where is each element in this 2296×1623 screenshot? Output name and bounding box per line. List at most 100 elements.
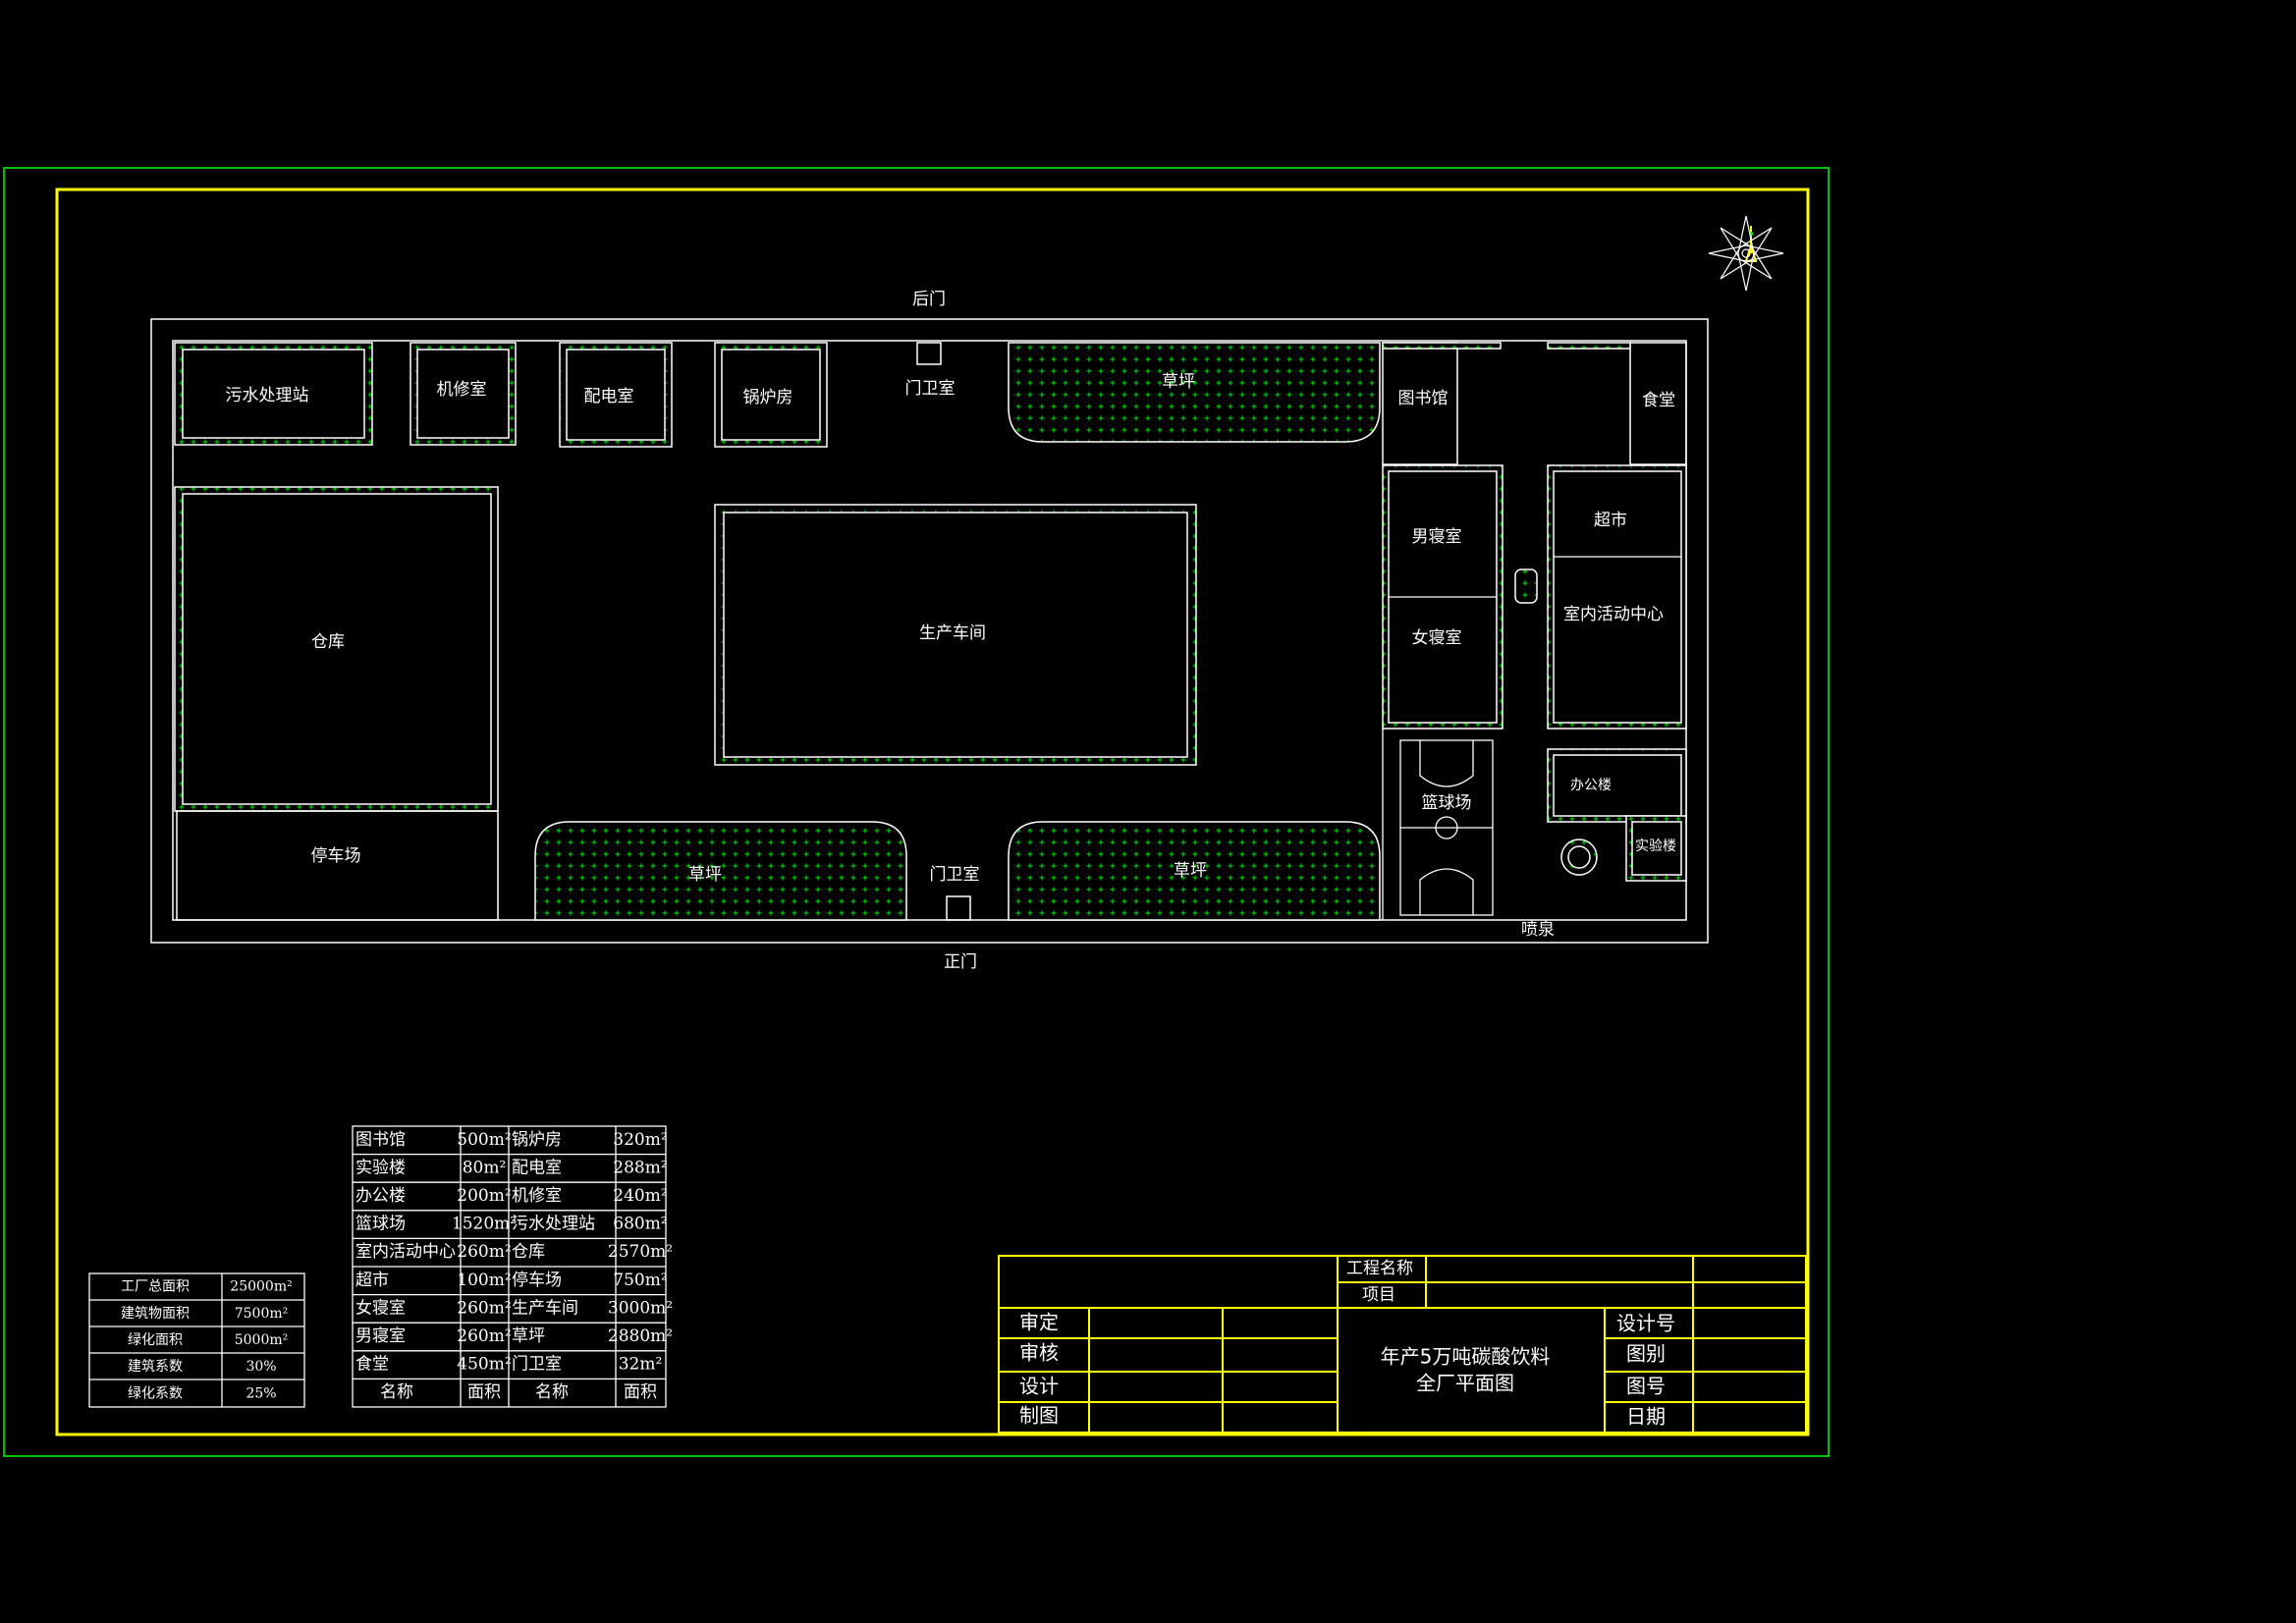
basketball-label: 篮球场 (1422, 793, 1472, 813)
drawing-title-line1: 年产5万吨碳酸饮料 (1381, 1345, 1551, 1369)
site-outer-boundary (150, 318, 1709, 944)
review-label: 审核 (1019, 1341, 1059, 1365)
back-gate-label: 后门 (912, 290, 946, 309)
area-table-cell: 500m² (457, 1130, 511, 1150)
shrub (1514, 568, 1538, 604)
area-table-header-cell: 面积 (467, 1382, 501, 1402)
summary-name-cell: 工厂总面积 (121, 1279, 190, 1295)
area-table-cell: 男寝室 (355, 1325, 406, 1346)
men-dorm-label: 男寝室 (1412, 526, 1462, 547)
area-table-cell: 实验楼 (355, 1158, 406, 1177)
drawing-title-line2: 全厂平面图 (1416, 1372, 1514, 1395)
area-table-cell: 260m² (457, 1298, 511, 1318)
area-table-cell: 锅炉房 (512, 1130, 562, 1150)
back-gate-house-label: 门卫室 (905, 379, 956, 399)
warehouse-label: 仓库 (311, 632, 345, 652)
wind-rose-icon (1708, 215, 1784, 292)
parking-label: 停车场 (311, 846, 361, 866)
area-table-cell: 320m² (613, 1130, 667, 1150)
front-gate-label: 正门 (944, 952, 977, 972)
design-label: 设计 (1019, 1375, 1059, 1398)
draw-label: 制图 (1019, 1404, 1059, 1428)
lawn-left-label: 草坪 (688, 865, 722, 885)
summary-table: 工厂总面积 25000m² 建筑物面积 7500m² 绿化面积 5000m² 建筑系数 30%… (88, 1272, 305, 1408)
area-table-cell: 2880m² (608, 1326, 673, 1346)
project-name-label: 工程名称 (1346, 1259, 1413, 1278)
summary-value-cell: 30% (246, 1359, 276, 1375)
area-table-cell: 配电室 (512, 1158, 562, 1177)
area-table-cell: 750m² (613, 1271, 667, 1290)
lawn-top-label: 草坪 (1162, 372, 1195, 392)
area-table-cell: 生产车间 (512, 1298, 578, 1318)
design-no-label: 设计号 (1616, 1312, 1675, 1335)
item-label: 项目 (1362, 1285, 1395, 1305)
category-label: 图别 (1626, 1342, 1666, 1366)
back-gate-house (916, 342, 942, 365)
summary-name-cell: 绿化系数 (128, 1385, 183, 1401)
area-table-cell: 450m² (457, 1355, 511, 1375)
area-table-cell: 240m² (613, 1186, 667, 1206)
summary-name-cell: 建筑物面积 (121, 1306, 190, 1322)
lawn-right-label: 草坪 (1174, 861, 1207, 881)
area-table-cell: 办公楼 (355, 1186, 406, 1206)
area-table-cell: 260m² (457, 1242, 511, 1262)
lawn-right (1008, 821, 1381, 921)
lawn-left (534, 821, 907, 921)
power-room-label: 配电室 (584, 387, 634, 406)
area-table-header-cell: 面积 (624, 1382, 657, 1402)
canteen (1629, 342, 1687, 465)
area-table-cell: 80m² (463, 1158, 507, 1177)
drawing-no-label: 图号 (1626, 1375, 1666, 1398)
summary-name-cell: 建筑系数 (128, 1359, 183, 1375)
area-table-cell: 污水处理站 (512, 1215, 595, 1234)
area-table-cell: 草坪 (512, 1326, 545, 1346)
summary-value-cell: 7500m² (235, 1306, 289, 1322)
repair-room-label: 机修室 (437, 380, 487, 400)
canteen-label: 食堂 (1642, 391, 1675, 410)
date-label: 日期 (1626, 1405, 1666, 1429)
basketball-court (1399, 739, 1494, 916)
summary-value-cell: 5000m² (235, 1332, 289, 1348)
area-table-cell: 2570m² (608, 1242, 673, 1262)
lawn-top (1008, 342, 1381, 443)
activity-center-label: 室内活动中心 (1563, 605, 1664, 624)
front-gate-house (946, 895, 971, 921)
supermarket-label: 超市 (1594, 511, 1627, 530)
library-label: 图书馆 (1398, 389, 1449, 408)
area-table-cell: 1520m² (452, 1215, 517, 1234)
title-block: 工程名称 项目 审定 审核 设计 制图 年产5万吨碳酸饮料 全厂平面图 设计号 … (998, 1255, 1807, 1434)
area-table-cell: 门卫室 (512, 1355, 562, 1375)
summary-value-cell: 25000m² (230, 1279, 292, 1295)
sewage-plant-label: 污水处理站 (226, 386, 309, 406)
area-table-cell: 32m² (619, 1355, 663, 1375)
office-label: 办公楼 (1570, 778, 1612, 793)
area-table-cell: 仓库 (512, 1242, 545, 1262)
area-table-cell: 女寝室 (355, 1297, 406, 1318)
outer-frame (3, 167, 1830, 1457)
approve-label: 审定 (1019, 1311, 1059, 1334)
front-gate-house-label: 门卫室 (930, 865, 980, 885)
women-dorm-label: 女寝室 (1412, 627, 1462, 648)
area-table-cell: 680m² (613, 1215, 667, 1234)
fountain-icon (1560, 839, 1598, 876)
area-table-header-cell: 名称 (535, 1382, 569, 1402)
area-table-cell: 200m² (457, 1186, 511, 1206)
area-table-header-cell: 名称 (380, 1382, 413, 1402)
inner-frame (55, 188, 1810, 1436)
area-table-cell: 篮球场 (355, 1215, 406, 1234)
area-table-cell: 3000m² (608, 1298, 673, 1318)
lab-label: 实验楼 (1635, 839, 1676, 854)
area-table-cell: 100m² (457, 1271, 511, 1290)
area-table-cell: 超市 (355, 1271, 389, 1290)
parking (176, 810, 499, 921)
summary-value-cell: 25% (246, 1385, 276, 1401)
area-table-cell: 食堂 (355, 1355, 389, 1375)
area-table-cell: 停车场 (512, 1271, 562, 1290)
area-table-cell: 机修室 (512, 1186, 562, 1206)
fountain-label: 喷泉 (1521, 920, 1555, 940)
boiler-room-label: 锅炉房 (743, 388, 793, 407)
summary-name-cell: 绿化面积 (128, 1332, 183, 1348)
area-table-cell: 室内活动中心 (355, 1242, 456, 1262)
